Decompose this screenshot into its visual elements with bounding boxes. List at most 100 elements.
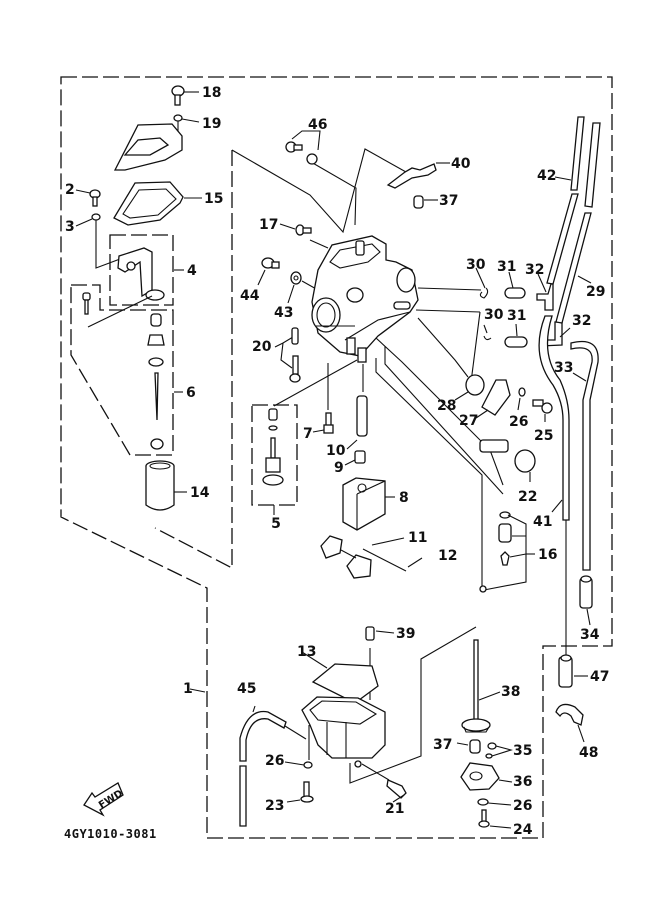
callout-24: 24 — [513, 822, 533, 838]
throttle-valve-14 — [145, 460, 187, 511]
callout-33: 33 — [554, 360, 573, 376]
pump-cover-36 — [460, 762, 513, 791]
callout-23: 23 — [265, 798, 284, 814]
callout-31-upper: 31 — [497, 259, 516, 275]
needle-set-6 — [82, 292, 183, 450]
lever-40 — [386, 162, 450, 189]
guide-line-46 — [310, 161, 357, 226]
drain-screw-21 — [361, 763, 407, 803]
joint-32-upper — [536, 273, 554, 311]
cap-31-lower — [504, 323, 528, 348]
float-arm-11 — [320, 535, 405, 579]
needle-jet-10 — [346, 364, 368, 450]
cap-31-upper — [504, 271, 526, 299]
callout-32-lower: 32 — [572, 313, 591, 329]
callout-20: 20 — [252, 339, 272, 355]
callout-25: 25 — [534, 428, 553, 444]
diaphragm-rod-38 — [461, 639, 501, 733]
callout-47: 47 — [590, 669, 609, 685]
callout-1: 1 — [183, 681, 193, 697]
callout-14: 14 — [190, 485, 210, 501]
leader-41 — [551, 499, 563, 513]
screw-25 — [532, 399, 553, 422]
callout-37-bottom: 37 — [433, 737, 452, 753]
callout-28: 28 — [437, 398, 456, 414]
callout-34: 34 — [580, 627, 600, 643]
callout-39: 39 — [396, 626, 415, 642]
screw-23 — [286, 781, 314, 803]
forward-direction-arrow — [83, 782, 124, 817]
callout-40: 40 — [451, 156, 471, 172]
group-box-6 — [70, 284, 174, 456]
group-box-4 — [109, 234, 174, 306]
washer-26-bottom-right — [477, 798, 512, 806]
hose-joint-47 — [558, 654, 588, 688]
washer-3 — [75, 213, 129, 269]
screw-set-46 — [285, 130, 321, 165]
callout-46: 46 — [308, 117, 327, 133]
callout-2: 2 — [65, 182, 75, 198]
starter-plunger-5 — [262, 408, 284, 515]
float-pin-12 — [362, 548, 423, 572]
o-ring-28 — [454, 374, 485, 401]
needle-valve-16 — [479, 511, 535, 593]
callout-45: 45 — [237, 681, 256, 697]
leader-33 — [572, 372, 587, 382]
guide-line-16 — [375, 346, 504, 590]
float-chamber — [301, 696, 386, 768]
guide-line-5 — [273, 359, 358, 407]
throttle-stop-screw-20 — [274, 325, 355, 383]
callout-4: 4 — [187, 263, 197, 279]
pilot-jet-7 — [312, 363, 334, 434]
callout-36: 36 — [513, 774, 532, 790]
callout-3: 3 — [65, 219, 75, 235]
callout-41: 41 — [533, 514, 552, 530]
main-jet-9 — [344, 450, 366, 466]
callout-26-mid: 26 — [509, 414, 528, 430]
hose-joint-34 — [579, 575, 593, 626]
callout-42: 42 — [537, 168, 556, 184]
callout-43: 43 — [274, 305, 293, 321]
callout-7: 7 — [303, 426, 313, 442]
callout-29: 29 — [586, 284, 605, 300]
washer-26-bottom-left — [284, 725, 313, 769]
group-box-5 — [251, 404, 298, 506]
callout-17: 17 — [259, 217, 278, 233]
clamp-48 — [555, 703, 585, 743]
screw-44 — [257, 257, 280, 286]
spring-37-bottom — [456, 739, 481, 754]
callout-38: 38 — [501, 684, 520, 700]
callout-11: 11 — [408, 530, 427, 546]
callout-16: 16 — [538, 547, 557, 563]
top-cover — [113, 123, 183, 171]
screw-18 — [171, 85, 199, 106]
float-8 — [342, 477, 395, 531]
diaphragm-22 — [375, 337, 536, 486]
callout-32-upper: 32 — [525, 262, 544, 278]
cover-27 — [475, 379, 511, 419]
hose-41 — [538, 315, 570, 521]
hose-29 — [555, 122, 601, 324]
callout-22: 22 — [518, 489, 537, 505]
drawing-code: 4GY1010-3081 — [64, 827, 157, 841]
callout-8: 8 — [399, 490, 409, 506]
callout-18: 18 — [202, 85, 221, 101]
callout-48: 48 — [579, 745, 598, 761]
assembly-boundary — [60, 76, 613, 839]
group-boundary-left — [154, 150, 233, 570]
screw-17 — [279, 223, 329, 249]
callout-12: 12 — [438, 548, 457, 564]
washer-26-mid — [517, 387, 526, 411]
carburetor-body — [311, 235, 419, 363]
guide-line-40 — [231, 148, 407, 234]
callout-30-lower: 30 — [484, 307, 504, 323]
callout-26-bottom-right: 26 — [513, 798, 532, 814]
callout-44: 44 — [240, 288, 260, 304]
guide-line-38 — [349, 626, 477, 784]
spring-37-top — [413, 195, 438, 209]
cover-gasket-15 — [113, 181, 202, 226]
guide-line-28 — [417, 317, 469, 378]
hose-45 — [239, 705, 307, 827]
hose-33 — [570, 340, 599, 571]
callout-10: 10 — [326, 443, 346, 459]
